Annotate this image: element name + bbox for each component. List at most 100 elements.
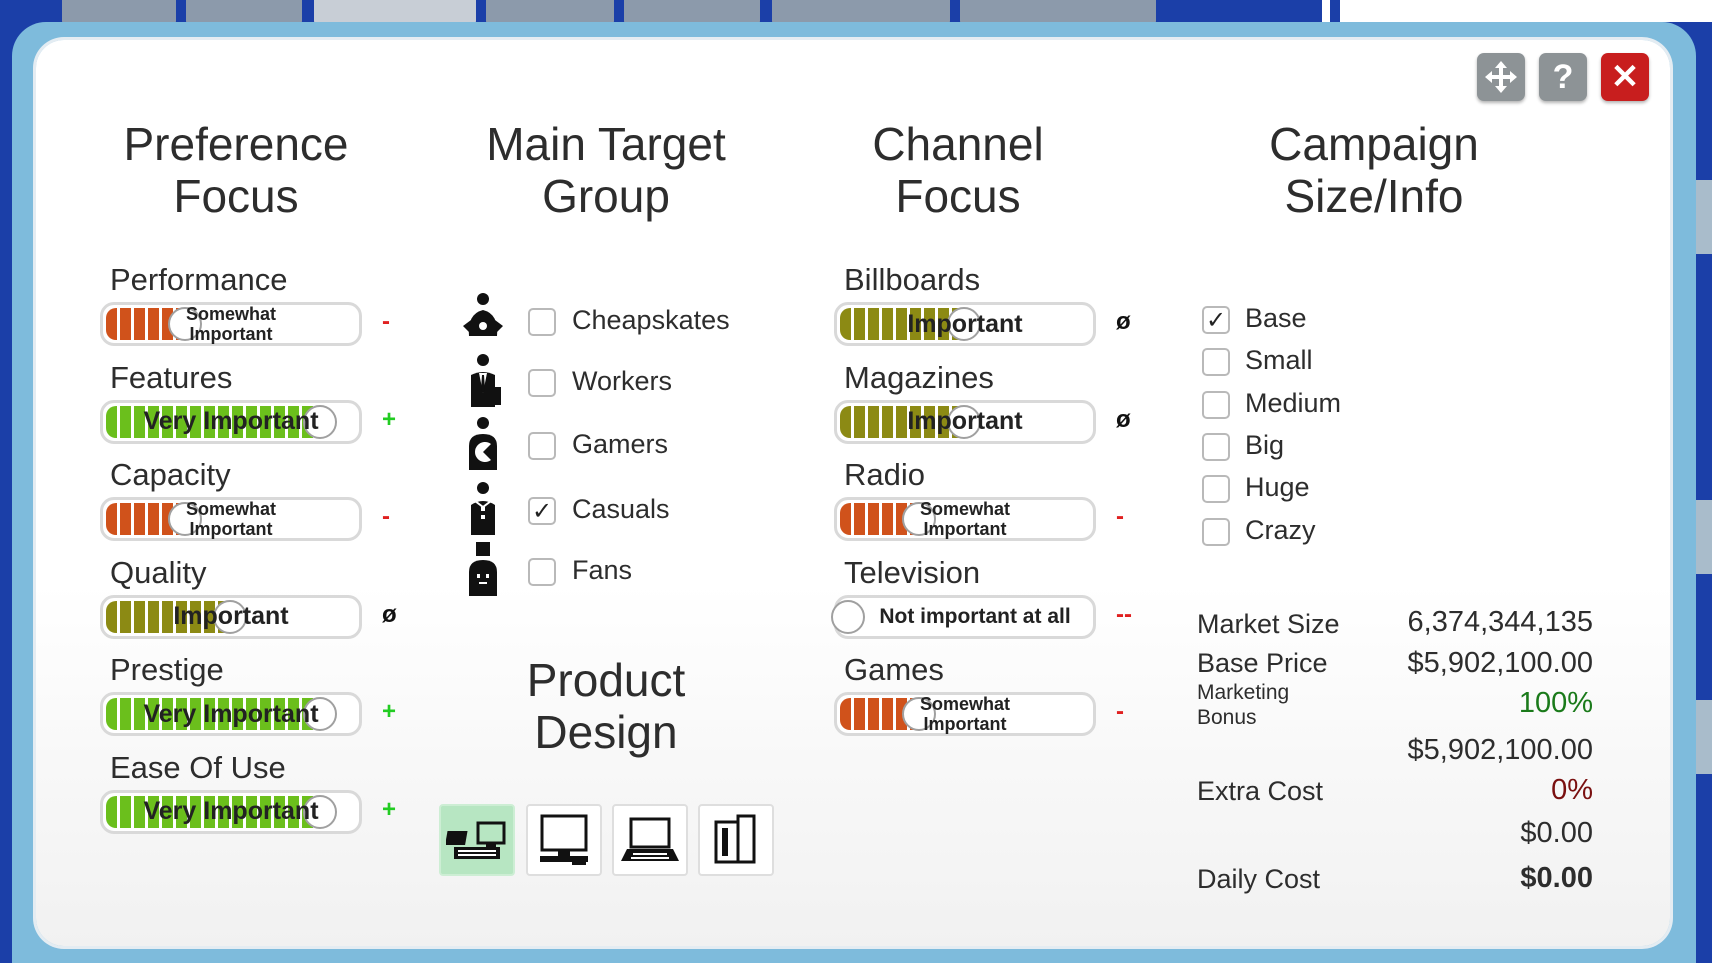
bonus-total-value: $5,902,100.00 — [1407, 734, 1593, 766]
slider-knob[interactable] — [831, 599, 865, 634]
channel-effect-sign: - — [1116, 503, 1124, 530]
marketing-bonus-label: Marketing Bonus — [1197, 680, 1289, 730]
target-group-checkbox[interactable] — [528, 308, 556, 336]
channel-label: Television — [844, 554, 981, 590]
preference-effect-sign: - — [382, 308, 390, 335]
slider-knob[interactable] — [902, 697, 936, 731]
target-group-label[interactable]: Gamers — [572, 429, 669, 459]
daily-cost-label: Daily Cost — [1197, 864, 1321, 894]
background-tab — [960, 0, 1156, 24]
target-group-label[interactable]: Cheapskates — [572, 305, 730, 335]
preference-importance-slider[interactable]: Very Important — [100, 789, 362, 834]
product-design-desktop-button[interactable] — [526, 804, 602, 876]
slider-knob[interactable] — [947, 404, 981, 439]
help-button[interactable]: ? — [1539, 53, 1587, 101]
product-design-all-button[interactable] — [439, 804, 515, 876]
cheapskate-icon — [461, 292, 505, 353]
fan-icon — [461, 542, 505, 603]
campaign-size-label[interactable]: Huge — [1245, 472, 1310, 503]
target-group-checkbox[interactable] — [528, 558, 556, 586]
campaign-size-checkbox[interactable] — [1202, 348, 1230, 377]
preference-importance-slider[interactable]: Very Important — [100, 399, 362, 444]
product-design-mobile-button[interactable] — [698, 804, 774, 876]
channel-importance-slider[interactable]: Not important at all — [831, 594, 1096, 639]
help-icon: ? — [1552, 57, 1574, 96]
preference-effect-sign: - — [382, 503, 390, 530]
campaign-size-checkbox[interactable] — [1202, 432, 1230, 461]
channel-effect-sign: ø — [1116, 405, 1131, 433]
slider-knob[interactable] — [303, 404, 337, 439]
desktop-computer-icon — [540, 814, 588, 865]
checkmark-icon: ✓ — [1205, 306, 1227, 334]
campaign-size-title: Campaign Size/Info — [1224, 118, 1524, 222]
market-size-value: 6,374,344,135 — [1407, 606, 1593, 638]
checkmark-icon: ✓ — [531, 497, 553, 525]
channel-effect-sign: - — [1116, 698, 1124, 725]
campaign-size-checkbox[interactable] — [1202, 517, 1230, 546]
preference-effect-sign: ø — [382, 600, 397, 628]
campaign-size-label[interactable]: Crazy — [1245, 514, 1316, 545]
slider-knob[interactable] — [213, 599, 247, 634]
extra-cost-value: 0% — [1551, 774, 1593, 806]
laptop-icon — [621, 817, 679, 861]
channel-importance-slider[interactable]: Important — [834, 399, 1096, 444]
preference-importance-slider[interactable]: Important — [100, 594, 362, 639]
campaign-size-checkbox[interactable]: ✓ — [1202, 306, 1230, 334]
background-divider — [1322, 0, 1330, 26]
close-button[interactable]: ✕ — [1601, 53, 1649, 101]
target-group-label[interactable]: Workers — [572, 366, 673, 396]
background-tab — [486, 0, 614, 24]
slider-knob[interactable] — [303, 697, 337, 731]
target-group-label[interactable]: Fans — [572, 555, 633, 585]
slider-knob[interactable] — [303, 794, 337, 829]
preference-label: Ease Of Use — [110, 749, 286, 785]
preference-effect-sign: + — [382, 405, 397, 433]
preference-importance-slider[interactable]: Very Important — [100, 692, 362, 736]
level-line: Somewhat — [185, 499, 277, 519]
label-line: Marketing — [1197, 681, 1290, 704]
level-line: Somewhat — [919, 499, 1011, 519]
level-line: Important — [923, 714, 1007, 734]
slider-level-text: Very Important — [143, 699, 319, 728]
target-group-checkbox[interactable] — [528, 369, 556, 397]
title-line: Product — [526, 654, 686, 706]
title-line: Group — [542, 170, 670, 222]
target-group-label[interactable]: Casuals — [572, 494, 670, 524]
target-group-checkbox[interactable]: ✓ — [528, 497, 556, 525]
target-group-checkbox[interactable] — [528, 432, 556, 460]
casual-icon — [461, 481, 505, 542]
slider-level-text: Very Important — [143, 407, 319, 435]
slider-knob[interactable] — [168, 307, 202, 341]
campaign-size-label[interactable]: Big — [1245, 429, 1285, 460]
extra-cost-total-value: $0.00 — [1520, 817, 1593, 849]
campaign-size-label[interactable]: Base — [1245, 303, 1307, 333]
slider-level-text: Very Important — [143, 797, 319, 825]
campaign-size-checkbox[interactable] — [1202, 390, 1230, 419]
base-price-value: $5,902,100.00 — [1407, 647, 1593, 679]
slider-knob[interactable] — [168, 502, 202, 536]
campaign-size-checkbox[interactable] — [1202, 475, 1230, 504]
slider-knob[interactable] — [902, 502, 936, 536]
campaign-size-label[interactable]: Small — [1245, 345, 1313, 376]
channel-effect-sign: ø — [1116, 308, 1131, 335]
slider-fill — [840, 405, 960, 438]
base-price-label: Base Price — [1197, 648, 1328, 678]
campaign-size-label[interactable]: Medium — [1245, 387, 1342, 418]
channel-importance-slider[interactable]: Important — [834, 302, 1096, 346]
slider-fill — [106, 405, 316, 438]
gamer-icon — [461, 416, 505, 477]
main-target-group-title: Main Target Group — [456, 118, 756, 222]
move-button[interactable] — [1477, 53, 1525, 101]
product-design-laptop-button[interactable] — [612, 804, 688, 876]
level-line: Somewhat — [185, 304, 277, 324]
slider-knob[interactable] — [947, 307, 981, 341]
extra-cost-label: Extra Cost — [1197, 776, 1324, 806]
